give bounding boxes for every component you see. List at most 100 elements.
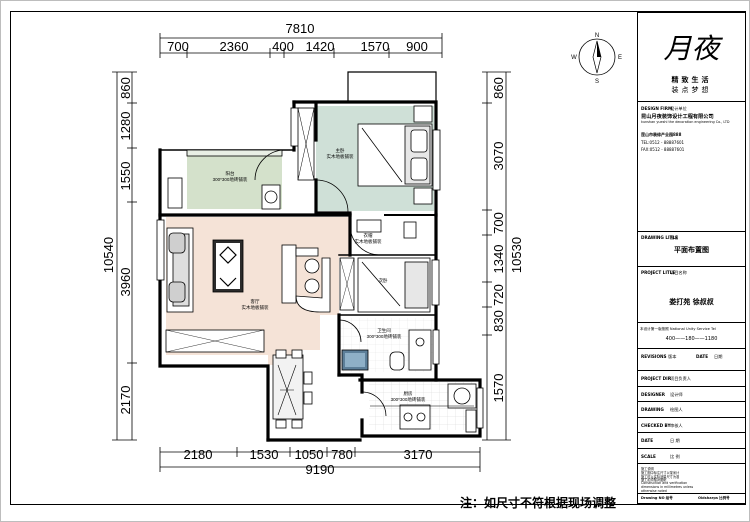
room-floor-master: 实木地板铺装 [327,153,354,160]
logo-mark: 月夜 [663,32,720,65]
room-name-kitchen: 厨房 [404,390,413,397]
row-footer: Drawing NO 绘号 Oldsharps 比例号 [638,493,745,504]
dim-top-1: 700 [167,39,189,54]
row-approval: 本设计第一版按照 National Unity Service Tel 400—… [638,322,745,348]
role-row: DRAWING 绘图人 [638,401,745,417]
dimension-labels: 7810 700 2360 400 1420 1570 900 2180 153… [101,21,524,477]
room-name-master: 主卧 [336,147,345,154]
role-value: 审核人 [670,422,683,428]
dim-right-1: 860 [491,77,506,99]
role-label: DRAWING [641,407,664,412]
revisions-label-cn: 版本 [668,354,677,359]
design-firm-label-cn: 设计单位 [670,106,687,111]
role-value: 绘图人 [670,407,683,412]
role-label: DATE [641,438,654,443]
slogan-bottom: 装点梦想 [671,86,712,94]
date-label: DATE [696,354,709,359]
dim-top-5: 1570 [361,39,390,54]
drawing-title-label: DRAWING LITLE [641,235,678,240]
note-line: 施工说明 [641,467,654,471]
role-label: SCALE [641,453,656,459]
dim-right-5: 720 [491,284,506,306]
role-label: PROJECT DIR [641,376,671,381]
slogan-top: 精致生活 [671,76,712,84]
dim-top-3: 400 [272,39,294,54]
dim-bottom-4: 780 [331,447,353,462]
kitchen-fixtures [370,383,477,433]
dim-left-4: 3960 [118,268,133,297]
compass-west: W [571,55,577,61]
dim-left-1: 860 [118,77,133,99]
row-project-title: PROJECT LITLE 项目名称 娄打苑 徐叔叔 [638,266,745,322]
room-name-second: 次卧 [379,277,388,284]
footnote: 注：如尺寸不符根据现场调整 [460,496,617,510]
role-label: DESIGNER [641,391,665,397]
dim-right-7: 1570 [491,374,506,403]
role-value: 项目负责人 [670,376,691,381]
master-bed [357,105,433,205]
dim-right-total: 10530 [509,237,524,273]
room-floor-kitchen: 300*300地砖铺装 [391,396,426,403]
approval-line: 本设计第一版按照 National Unity Service Tel [640,327,716,331]
sofa [166,227,194,313]
dim-right-2: 3070 [491,142,506,171]
role-row: DATE 日 期 [638,432,745,448]
room-floor-balcony: 300*300地砖铺装 [213,176,248,183]
project-title-label: PROJECT LITLE [641,270,676,275]
dim-right-6: 830 [491,310,506,332]
balcony-cabinet [167,177,183,209]
dim-left-total: 10540 [101,237,116,273]
footer-left: Drawing NO 绘号 [641,496,673,500]
dim-left-2: 1280 [118,112,133,141]
dim-right-4: 1340 [491,245,506,274]
room-floor-living: 实木地板铺装 [242,304,269,311]
room-name-living: 客厅 [251,298,260,305]
phone-line: 400——180——1180 [665,336,718,342]
room-floor-closet: 实木地板铺装 [355,238,382,245]
compass-north: N [595,33,599,39]
revisions-label: REVISIONS [641,354,667,359]
note-line: 施工图中标注尺寸以毫米计 [641,470,680,475]
dim-left-5: 2170 [118,386,133,415]
note-line: Construction and verification [641,481,688,486]
bathroom-fixtures [341,329,432,371]
dim-left-3: 1550 [118,162,133,191]
date-label-cn: 日期 [714,354,723,359]
room-floor-bathroom: 300*300地砖铺装 [367,333,402,340]
company-fax: FAX:0512 - 88887601 [641,147,685,152]
floor-plan: 7810 700 2360 400 1420 1570 900 2180 153… [101,21,622,477]
note-line: 施工时以实际测量尺寸为准 [641,474,680,479]
room-name-closet: 衣帽 [364,232,373,239]
dim-top-6: 900 [406,39,428,54]
project-title: 娄打苑 徐叔叔 [669,298,714,306]
tv-cabinet [281,244,297,304]
company-name-cn: 昆山月夜装饰设计工程有限公司 [641,114,714,120]
footer-right: Oldsharps 比例号 [698,496,730,500]
dim-bottom-total: 9190 [306,462,335,477]
note-line: otherwise noted [641,488,667,493]
dimension-lines [112,33,511,472]
company-name-en: kunshan yueshi the decoration engineerin… [641,120,730,124]
company-address: 昆山市装修产业园888 [641,132,682,137]
note-line: 施工前须核对图纸 [641,478,667,483]
windows [156,107,484,429]
role-value: 日 期 [670,438,680,443]
row-drawing-title: DRAWING LITLE 图名 平面布置图 [638,231,745,266]
dining-set [272,349,313,429]
compass-icon: N S E W [571,33,622,85]
closet-units [339,219,417,311]
dim-bottom-2: 1530 [250,447,279,462]
compass-east: E [618,55,622,61]
room-name-bathroom: 卫生间 [377,327,391,334]
design-firm-label: DESIGN FIRM [641,106,673,111]
company-tel: TEL:0512 - 88887601 [641,140,685,145]
row-revisions: REVISIONS 版本 DATE 日期 [638,348,745,370]
dim-top-2: 2360 [220,39,249,54]
dim-top-total: 7810 [286,21,315,36]
